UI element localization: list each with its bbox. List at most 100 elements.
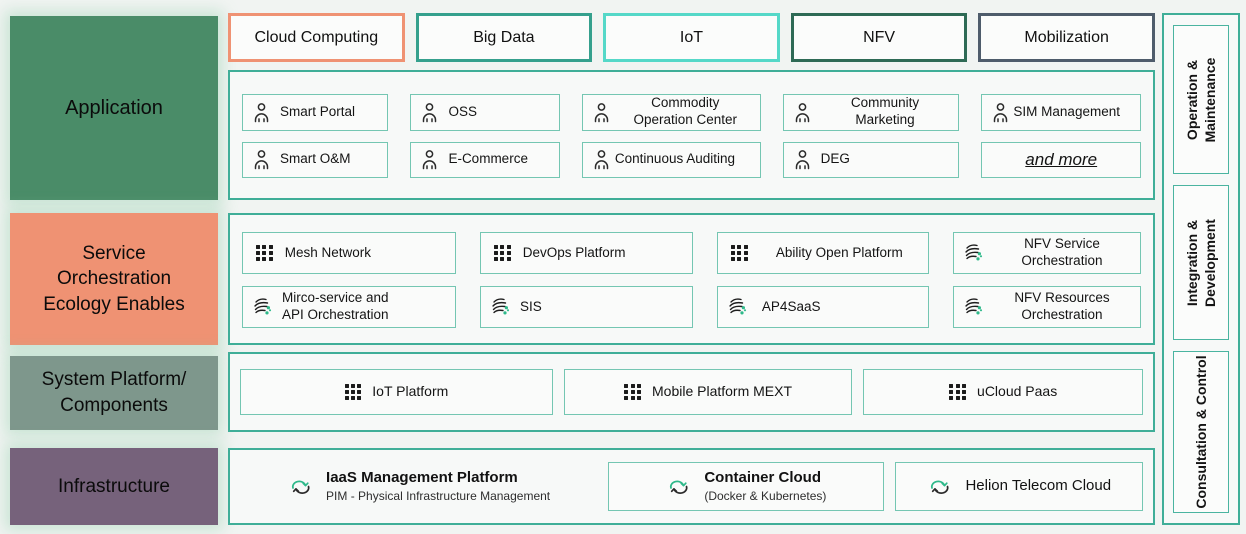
app-item-label: Continuous Auditing bbox=[614, 151, 735, 167]
side-box-integration-development: Integration & Development bbox=[1173, 185, 1229, 341]
flow-icon bbox=[965, 298, 982, 315]
cloud-sync-icon bbox=[292, 480, 310, 494]
flow-icon bbox=[254, 298, 272, 315]
category-cloud-computing: Cloud Computing bbox=[228, 13, 405, 62]
grid-icon bbox=[493, 244, 511, 262]
side-label-line: Development bbox=[1202, 218, 1218, 307]
grid-icon bbox=[256, 244, 273, 262]
svc-item-sis: SIS bbox=[479, 286, 693, 328]
sys-item-mobile-platform-mext: Mobile Platform MEXT bbox=[563, 369, 853, 415]
category-mobilization: Mobilization bbox=[978, 13, 1155, 62]
app-item-label: Community Marketing bbox=[850, 95, 920, 128]
side-box-label: Consultation & Control bbox=[1192, 355, 1210, 508]
svc-item-label: AP4SaaS bbox=[761, 298, 821, 314]
app-item-oss: OSS bbox=[410, 94, 560, 131]
svc-item-devops-platform: DevOps Platform bbox=[479, 232, 693, 274]
svc-item-nfv-resources-orchestration: NFV Resources Orchestration bbox=[952, 286, 1141, 328]
svc-item-ap4saas: AP4SaaS bbox=[716, 286, 929, 328]
svc-item-mircoservice-api-orchestration: Mirco-service and API Orchestration bbox=[242, 286, 456, 328]
infra-item-iaas-management: IaaS Management Platform PIM - Physical … bbox=[240, 462, 597, 511]
category-nfv: NFV bbox=[790, 13, 968, 62]
person-icon bbox=[254, 102, 269, 122]
grid-icon bbox=[949, 383, 967, 401]
app-item-continuous-auditing: Continuous Auditing bbox=[581, 141, 761, 178]
service-orchestration-container: Mesh Network DevOps Platform Ability Ope… bbox=[228, 213, 1155, 345]
cloud-sync-icon bbox=[670, 480, 688, 494]
infra-item-subtitle: (Docker & Kubernetes) bbox=[704, 488, 827, 503]
row-label-system-platform: System Platform/ Components bbox=[10, 356, 218, 430]
row-label-infrastructure: Infrastructure bbox=[10, 448, 218, 525]
side-box-consultation-control: Consultation & Control bbox=[1173, 351, 1229, 513]
app-item-sim-management: SIM Management bbox=[981, 94, 1141, 131]
app-item-community-marketing: Community Marketing bbox=[782, 94, 960, 131]
app-item-label: Smart Portal bbox=[280, 103, 356, 119]
side-label-line: Integration & bbox=[1183, 219, 1200, 306]
side-label-line: Consultation & Control bbox=[1192, 355, 1209, 509]
svc-item-mesh-network: Mesh Network bbox=[242, 232, 456, 274]
infrastructure-container: IaaS Management Platform PIM - Physical … bbox=[228, 448, 1155, 525]
app-item-smart-om: Smart O&M bbox=[242, 141, 389, 178]
row-label-application: Application bbox=[10, 16, 218, 200]
svc-item-label: DevOps Platform bbox=[522, 244, 626, 260]
svc-item-label: Mesh Network bbox=[284, 244, 372, 260]
sys-item-label: IoT Platform bbox=[372, 383, 449, 400]
app-item-e-commerce: E-Commerce bbox=[410, 141, 560, 178]
infra-item-text: Helion Telecom Cloud bbox=[965, 477, 1111, 496]
app-item-label: DEG bbox=[820, 151, 850, 167]
side-services-panel: Operation & Maintenance Integration & De… bbox=[1162, 13, 1240, 525]
infra-item-helion-telecom-cloud: Helion Telecom Cloud bbox=[894, 462, 1143, 511]
infra-item-title: Container Cloud bbox=[704, 469, 822, 487]
grid-icon bbox=[344, 383, 362, 401]
infra-item-text: IaaS Management Platform PIM - Physical … bbox=[326, 469, 550, 504]
app-item-label: E-Commerce bbox=[448, 151, 528, 167]
app-item-and-more: and more bbox=[981, 141, 1141, 178]
svc-item-label: NFV Resources Orchestration bbox=[1014, 290, 1110, 322]
svc-item-ability-open-platform: Ability Open Platform bbox=[716, 232, 929, 274]
top-category-row: Cloud Computing Big Data IoT NFV Mobiliz… bbox=[228, 13, 1155, 62]
side-box-label: Operation & Maintenance bbox=[1183, 57, 1219, 142]
side-label-line: Maintenance bbox=[1202, 57, 1218, 142]
infra-item-title: Helion Telecom Cloud bbox=[965, 477, 1112, 495]
cloud-sync-icon bbox=[931, 480, 949, 494]
infra-item-subtitle: PIM - Physical Infrastructure Management bbox=[326, 488, 551, 503]
infra-item-container-cloud: Container Cloud (Docker & Kubernetes) bbox=[608, 462, 884, 511]
person-icon bbox=[594, 102, 609, 122]
grid-icon bbox=[730, 244, 748, 262]
flow-icon bbox=[492, 298, 510, 315]
row-label-service-orchestration: Service Orchestration Ecology Enables bbox=[10, 213, 218, 345]
category-iot: IoT bbox=[603, 13, 780, 62]
app-item-label: OSS bbox=[448, 103, 477, 119]
side-box-operation-maintenance: Operation & Maintenance bbox=[1173, 25, 1229, 175]
infra-item-title: IaaS Management Platform bbox=[326, 469, 518, 487]
system-platform-container: IoT Platform Mobile Platform MEXT uCloud… bbox=[228, 352, 1155, 432]
svc-item-label: SIS bbox=[519, 298, 542, 314]
app-item-smart-portal: Smart Portal bbox=[242, 94, 389, 131]
svc-item-label: Mirco-service and API Orchestration bbox=[282, 290, 389, 322]
sys-item-ucloud-paas: uCloud Paas bbox=[863, 369, 1143, 415]
app-item-label: SIM Management bbox=[1013, 103, 1120, 119]
infra-item-text: Container Cloud (Docker & Kubernetes) bbox=[704, 469, 826, 504]
app-item-label: Commodity Operation Center bbox=[633, 95, 738, 128]
person-icon bbox=[423, 150, 437, 170]
side-label-line: Operation & bbox=[1183, 59, 1200, 140]
app-item-label: Smart O&M bbox=[280, 151, 351, 167]
app-item-label: and more bbox=[1025, 150, 1098, 170]
person-icon bbox=[795, 150, 809, 170]
category-big-data: Big Data bbox=[415, 13, 593, 62]
person-icon bbox=[594, 150, 609, 170]
app-item-commodity-operation-center: Commodity Operation Center bbox=[581, 94, 761, 131]
sys-item-iot-platform: IoT Platform bbox=[240, 369, 553, 415]
person-icon bbox=[423, 102, 437, 122]
svc-item-label: NFV Service Orchestration bbox=[1021, 236, 1103, 268]
side-box-label: Integration & Development bbox=[1183, 219, 1219, 307]
person-icon bbox=[994, 102, 1008, 122]
app-item-deg: DEG bbox=[782, 141, 960, 178]
flow-icon bbox=[965, 244, 982, 261]
sys-item-label: Mobile Platform MEXT bbox=[652, 383, 793, 400]
flow-icon bbox=[729, 298, 746, 315]
svc-item-label: Ability Open Platform bbox=[775, 244, 903, 260]
sys-item-label: uCloud Paas bbox=[977, 383, 1058, 400]
grid-icon bbox=[624, 383, 641, 401]
application-container: Smart Portal OSS Commodity Operation Cen… bbox=[228, 70, 1155, 200]
